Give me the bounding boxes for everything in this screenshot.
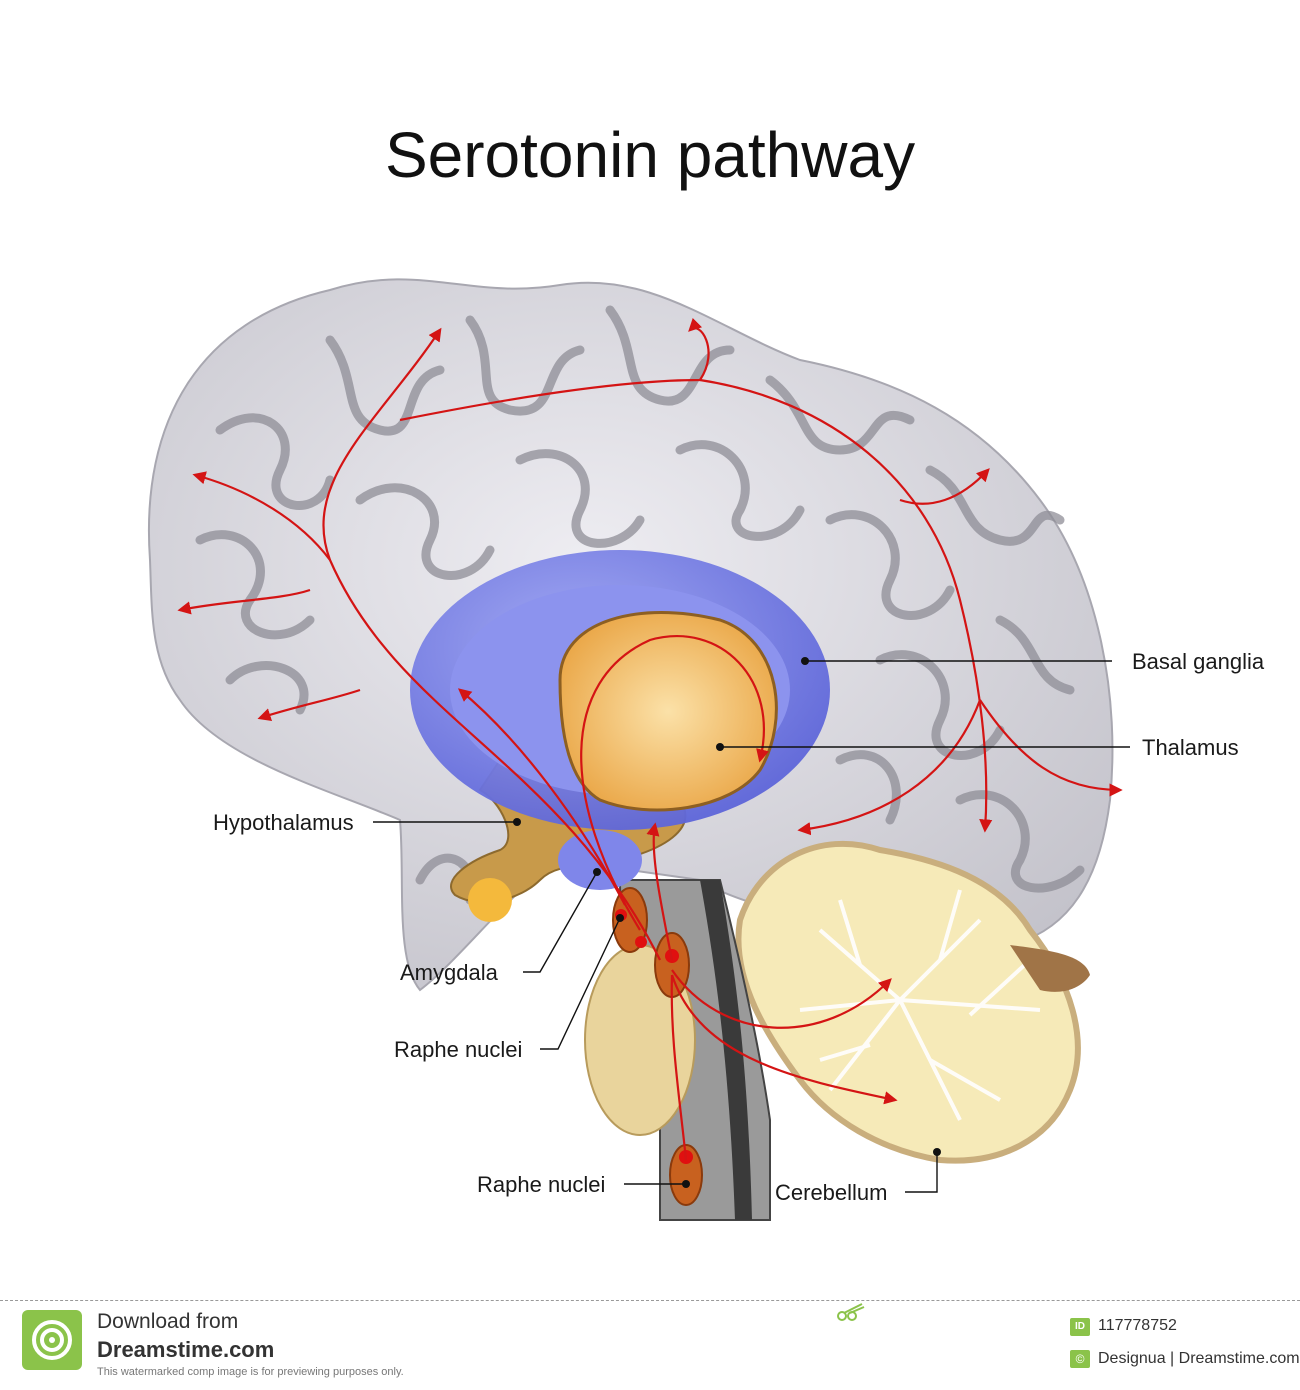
label-raphe-nuclei-lower: Raphe nuclei <box>477 1172 606 1197</box>
thalamus <box>558 611 778 812</box>
brain-illustration <box>148 278 1130 1221</box>
label-amygdala: Amygdala <box>400 960 498 985</box>
cerebellum-arbor <box>799 889 1041 1121</box>
image-credit[interactable]: Designua | Dreamstime.com <box>1098 1350 1300 1367</box>
mammillary-body <box>468 878 512 922</box>
raphe-nucleus <box>669 1144 703 1206</box>
tentorium <box>1010 945 1090 992</box>
leader-dots <box>513 657 941 1188</box>
footer-divider <box>0 1300 1300 1301</box>
label-hypothalamus: Hypothalamus <box>213 810 354 835</box>
diagram-title: Serotonin pathway <box>384 119 916 191</box>
watermark-footer <box>0 1300 1300 1390</box>
brainstem-canal <box>700 880 752 1220</box>
leader-lines <box>373 660 1130 1193</box>
label-thalamus: Thalamus <box>1142 735 1239 760</box>
label-raphe-nuclei-upper: Raphe nuclei <box>394 1037 523 1062</box>
site-name[interactable]: Dreamstime.com <box>97 1337 275 1362</box>
copyright-icon: © <box>1070 1350 1090 1368</box>
dreamstime-logo-icon <box>22 1310 82 1370</box>
raphe-nucleus <box>612 887 648 953</box>
cortex-sulci <box>195 305 1085 905</box>
image-id: 117778752 <box>1098 1317 1177 1334</box>
serotonin-pathways <box>177 317 1123 1161</box>
download-from-text: Download from <box>97 1310 239 1333</box>
id-badge-icon: ID <box>1070 1318 1090 1336</box>
scissors-icon <box>837 1303 865 1321</box>
label-basal-ganglia: Basal ganglia <box>1132 649 1265 674</box>
label-cerebellum: Cerebellum <box>775 1180 888 1205</box>
watermark-notice: This watermarked comp image is for previ… <box>97 1366 404 1378</box>
